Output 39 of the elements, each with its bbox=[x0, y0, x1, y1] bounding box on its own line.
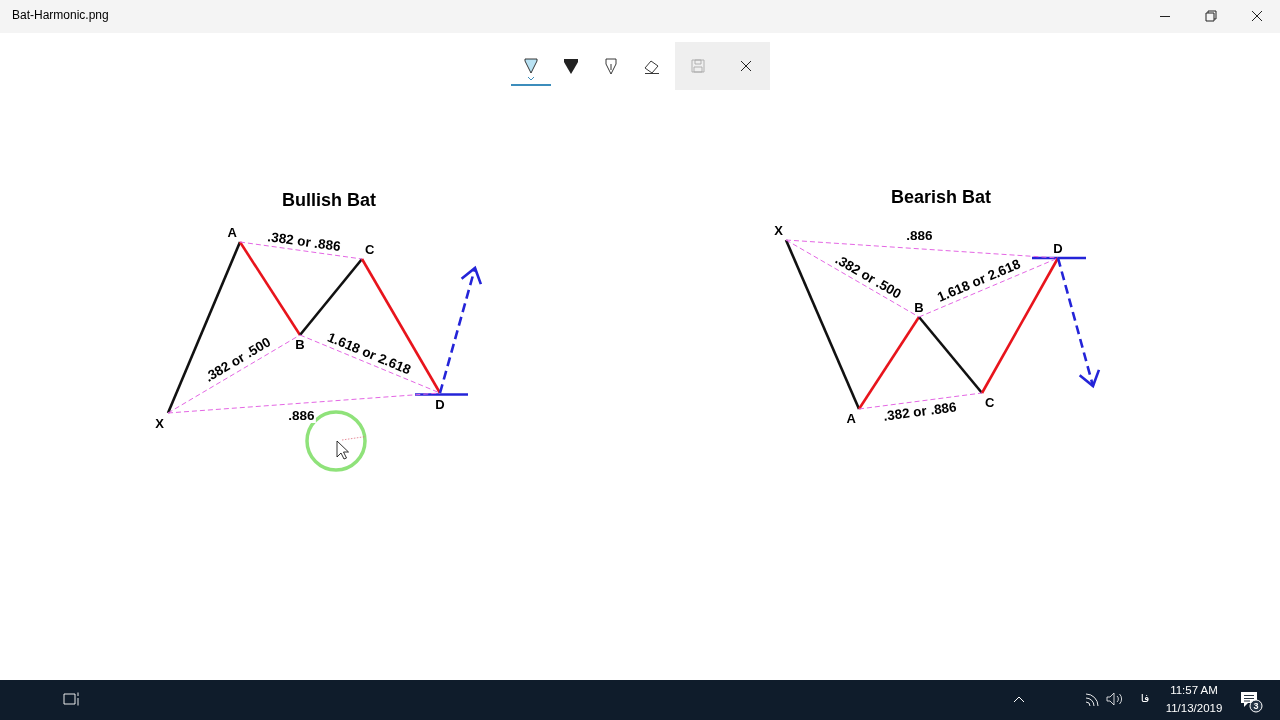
leg-line bbox=[238, 241, 302, 336]
point-label: D bbox=[430, 393, 450, 416]
point-label: X bbox=[771, 221, 786, 240]
point-label: B bbox=[292, 335, 308, 354]
ratio-line bbox=[239, 241, 363, 260]
edge-label: .382 or .886 bbox=[265, 229, 342, 254]
heading: Bearish Bat bbox=[891, 186, 991, 208]
clock-time: 11:57 AM bbox=[1170, 684, 1218, 698]
ratio-line bbox=[785, 239, 1059, 259]
leg-line bbox=[918, 316, 983, 394]
leg-line bbox=[299, 258, 363, 336]
leg-line bbox=[784, 239, 861, 410]
leg-line bbox=[166, 241, 242, 414]
point-label: B bbox=[911, 298, 927, 317]
ratio-line bbox=[858, 392, 983, 410]
leg-line bbox=[980, 257, 1060, 394]
point-label: C bbox=[362, 240, 378, 259]
ratio-line bbox=[785, 239, 920, 318]
point-label: X bbox=[151, 413, 168, 434]
clock-date: 11/13/2019 bbox=[1165, 702, 1223, 716]
point-label: A bbox=[224, 223, 240, 242]
ratio-line bbox=[299, 334, 441, 394]
window-title: Bat-Harmonic.png bbox=[12, 9, 109, 23]
ratio-line bbox=[167, 334, 301, 414]
arrow bbox=[1056, 257, 1101, 388]
language-indicator: فا bbox=[1140, 692, 1150, 706]
point-label: D bbox=[1050, 239, 1066, 258]
ratio-line bbox=[918, 257, 1059, 318]
point-label: C bbox=[982, 393, 998, 412]
edge-label: .886 bbox=[905, 228, 934, 243]
edge-label: .382 or .886 bbox=[881, 400, 958, 424]
leg-line bbox=[360, 258, 442, 394]
edge-label: 1.618 or 2.618 bbox=[934, 256, 1024, 305]
heading: Bullish Bat bbox=[282, 189, 376, 211]
point-label: A bbox=[843, 409, 859, 428]
arrow bbox=[438, 266, 483, 394]
leg-line bbox=[857, 316, 921, 410]
edge-label: .886 bbox=[287, 409, 316, 424]
ratio-line bbox=[167, 392, 441, 414]
